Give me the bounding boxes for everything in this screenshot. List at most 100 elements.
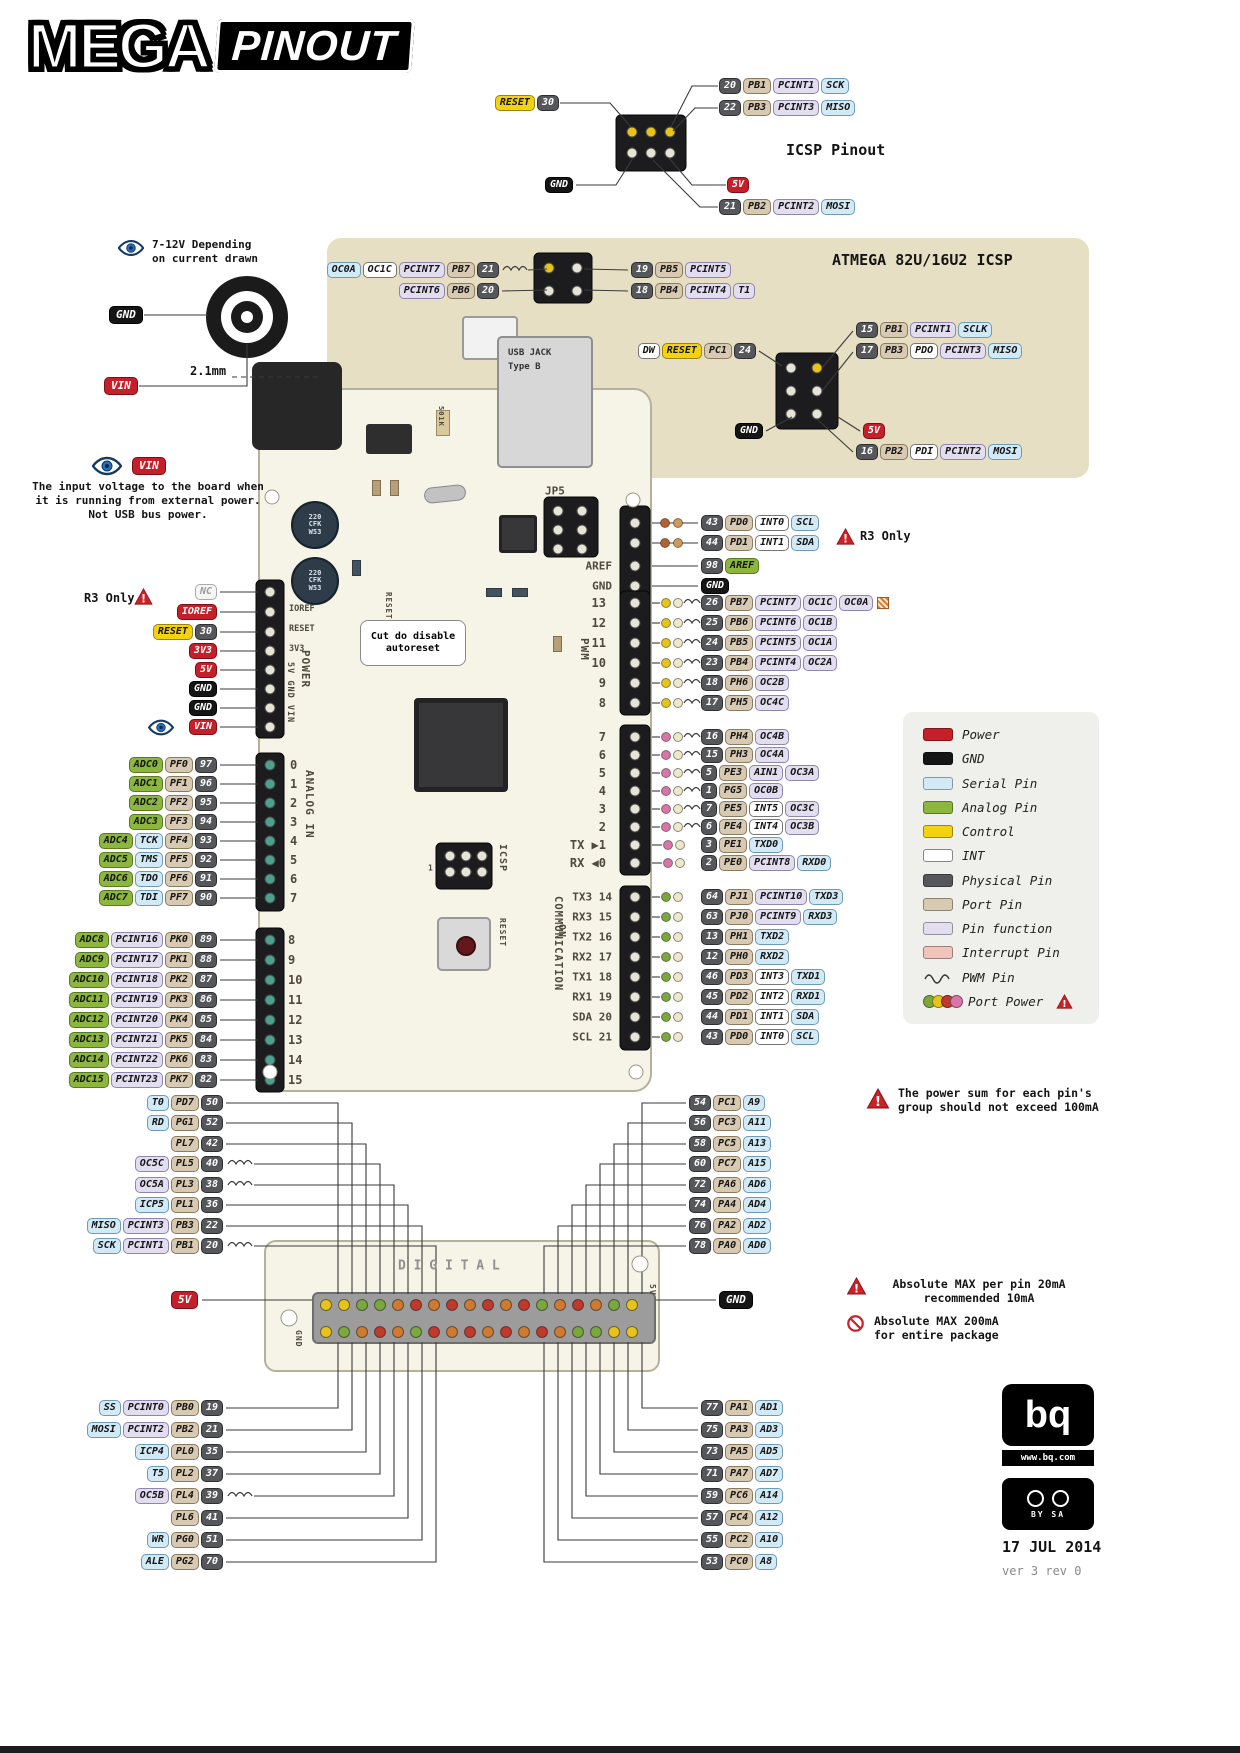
capacitor: 220 CFK W53 — [291, 501, 339, 549]
badge-36: 36 — [200, 1197, 223, 1213]
pin-dot — [661, 658, 671, 668]
pwm-squiggle — [683, 638, 701, 645]
badge-35: 35 — [200, 1444, 223, 1460]
pin-dot — [673, 538, 683, 548]
pin-dot — [673, 638, 683, 648]
badge-pd1: PD1 — [725, 1009, 754, 1025]
board-pin-label: 13 — [288, 1033, 303, 1047]
badge-int0: INT0 — [755, 1029, 790, 1045]
pin-dot — [661, 786, 671, 796]
logo-pinout-box: PINOUT — [214, 19, 415, 73]
badge-5: 5 — [701, 765, 718, 781]
badge-int5: INT5 — [749, 801, 784, 817]
badge-15: 15 — [856, 322, 879, 338]
pin-header — [615, 114, 687, 172]
icsp-label: ICSP — [497, 844, 508, 873]
badge-pa7: PA7 — [725, 1466, 754, 1482]
badge-int3: INT3 — [755, 969, 790, 985]
bq-logo: bq — [1002, 1384, 1094, 1446]
warning-icon — [134, 588, 153, 605]
pin-dot — [675, 858, 685, 868]
badge-20: 20 — [476, 283, 499, 299]
badge-a10: A10 — [755, 1532, 784, 1548]
board-pin-label: 2 — [598, 820, 606, 834]
pwm-section-label: PWM — [578, 638, 591, 661]
badge-pd0: PD0 — [725, 1029, 754, 1045]
badge-oc3a: OC3A — [785, 765, 820, 781]
eye-icon — [148, 719, 174, 736]
badge-96: 96 — [194, 776, 217, 792]
footer-date: 17 JUL 2014 — [1002, 1538, 1102, 1556]
badge-58: 58 — [689, 1136, 712, 1152]
badge-51: 51 — [200, 1532, 223, 1548]
badge-pb7: PB7 — [446, 262, 475, 278]
badge-5v: 5V — [727, 177, 750, 193]
badge-pb6: PB6 — [446, 283, 475, 299]
pin-dot — [645, 147, 657, 159]
badge-a9: A9 — [743, 1095, 766, 1111]
badge-pcint7: PCINT7 — [755, 595, 802, 611]
pin-dot — [673, 658, 683, 668]
badge-dw: DW — [637, 343, 660, 359]
legend-swatch — [923, 825, 953, 839]
jack-diameter-label: 2.1mm — [190, 364, 227, 378]
badge-pb0: PB0 — [170, 1400, 199, 1416]
pin-dot — [626, 147, 638, 159]
legend-item: Pin function — [923, 921, 1091, 936]
badge-t1: T1 — [733, 283, 756, 299]
badge-adc1: ADC1 — [128, 776, 163, 792]
badge-71: 71 — [701, 1466, 724, 1482]
legend-label: Physical Pin — [962, 872, 1053, 888]
badge-7: 7 — [701, 801, 718, 817]
badge-pcint9: PCINT9 — [755, 909, 802, 925]
badge-pb3: PB3 — [880, 343, 909, 359]
badge-tms: TMS — [134, 852, 163, 868]
badge-miso: MISO — [86, 1218, 121, 1234]
badge-oc0a: OC0A — [839, 595, 874, 611]
badge-pc3: PC3 — [713, 1115, 742, 1131]
pin-row: GND — [544, 177, 574, 193]
badge-pcint19: PCINT19 — [110, 992, 163, 1008]
badge-pdo: PDO — [910, 343, 939, 359]
atmega-title: ATMEGA 82U/16U2 ICSP — [832, 251, 1013, 269]
legend-item: INT — [923, 848, 1091, 863]
pin-dot — [661, 804, 671, 814]
badge-int2: INT2 — [755, 989, 790, 1005]
badge-pcint16: PCINT16 — [110, 932, 163, 948]
pin-dot — [673, 822, 683, 832]
badge-int4: INT4 — [749, 819, 784, 835]
pin-dot — [673, 804, 683, 814]
badge-pf6: PF6 — [164, 871, 193, 887]
badge-pa4: PA4 — [713, 1197, 742, 1213]
badge-tck: TCK — [134, 833, 163, 849]
pin-dot — [673, 598, 683, 608]
badge-90: 90 — [194, 890, 217, 906]
badge-pc4: PC4 — [725, 1510, 754, 1526]
legend-label: Port Power — [968, 993, 1044, 1009]
badge-98: 98 — [701, 558, 724, 574]
board-pin-label: SCL 21 — [572, 1030, 612, 1044]
warning-icon — [836, 528, 855, 545]
badge-ph0: PH0 — [725, 949, 754, 965]
badge-pb1: PB1 — [743, 78, 772, 94]
analog-in-label: ANALOG IN — [303, 770, 316, 839]
badge-pc2: PC2 — [725, 1532, 754, 1548]
usb-jack-label: USB JACK Type B — [508, 348, 552, 372]
pin-row: GND — [734, 423, 764, 439]
board-pin-label: 3 — [290, 815, 298, 829]
